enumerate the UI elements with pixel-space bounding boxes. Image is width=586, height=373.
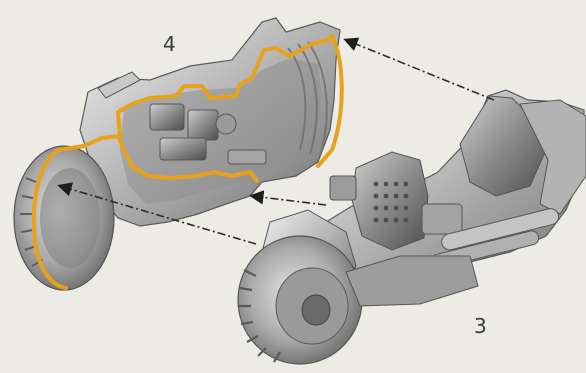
step-label-4: 4 xyxy=(163,34,176,54)
arrow-rear-top xyxy=(346,40,494,100)
step-label-3: 3 xyxy=(474,316,487,336)
chassis-wheel xyxy=(238,236,362,364)
arrow-middle xyxy=(252,196,326,205)
half-shell-front-wheel xyxy=(14,146,114,290)
